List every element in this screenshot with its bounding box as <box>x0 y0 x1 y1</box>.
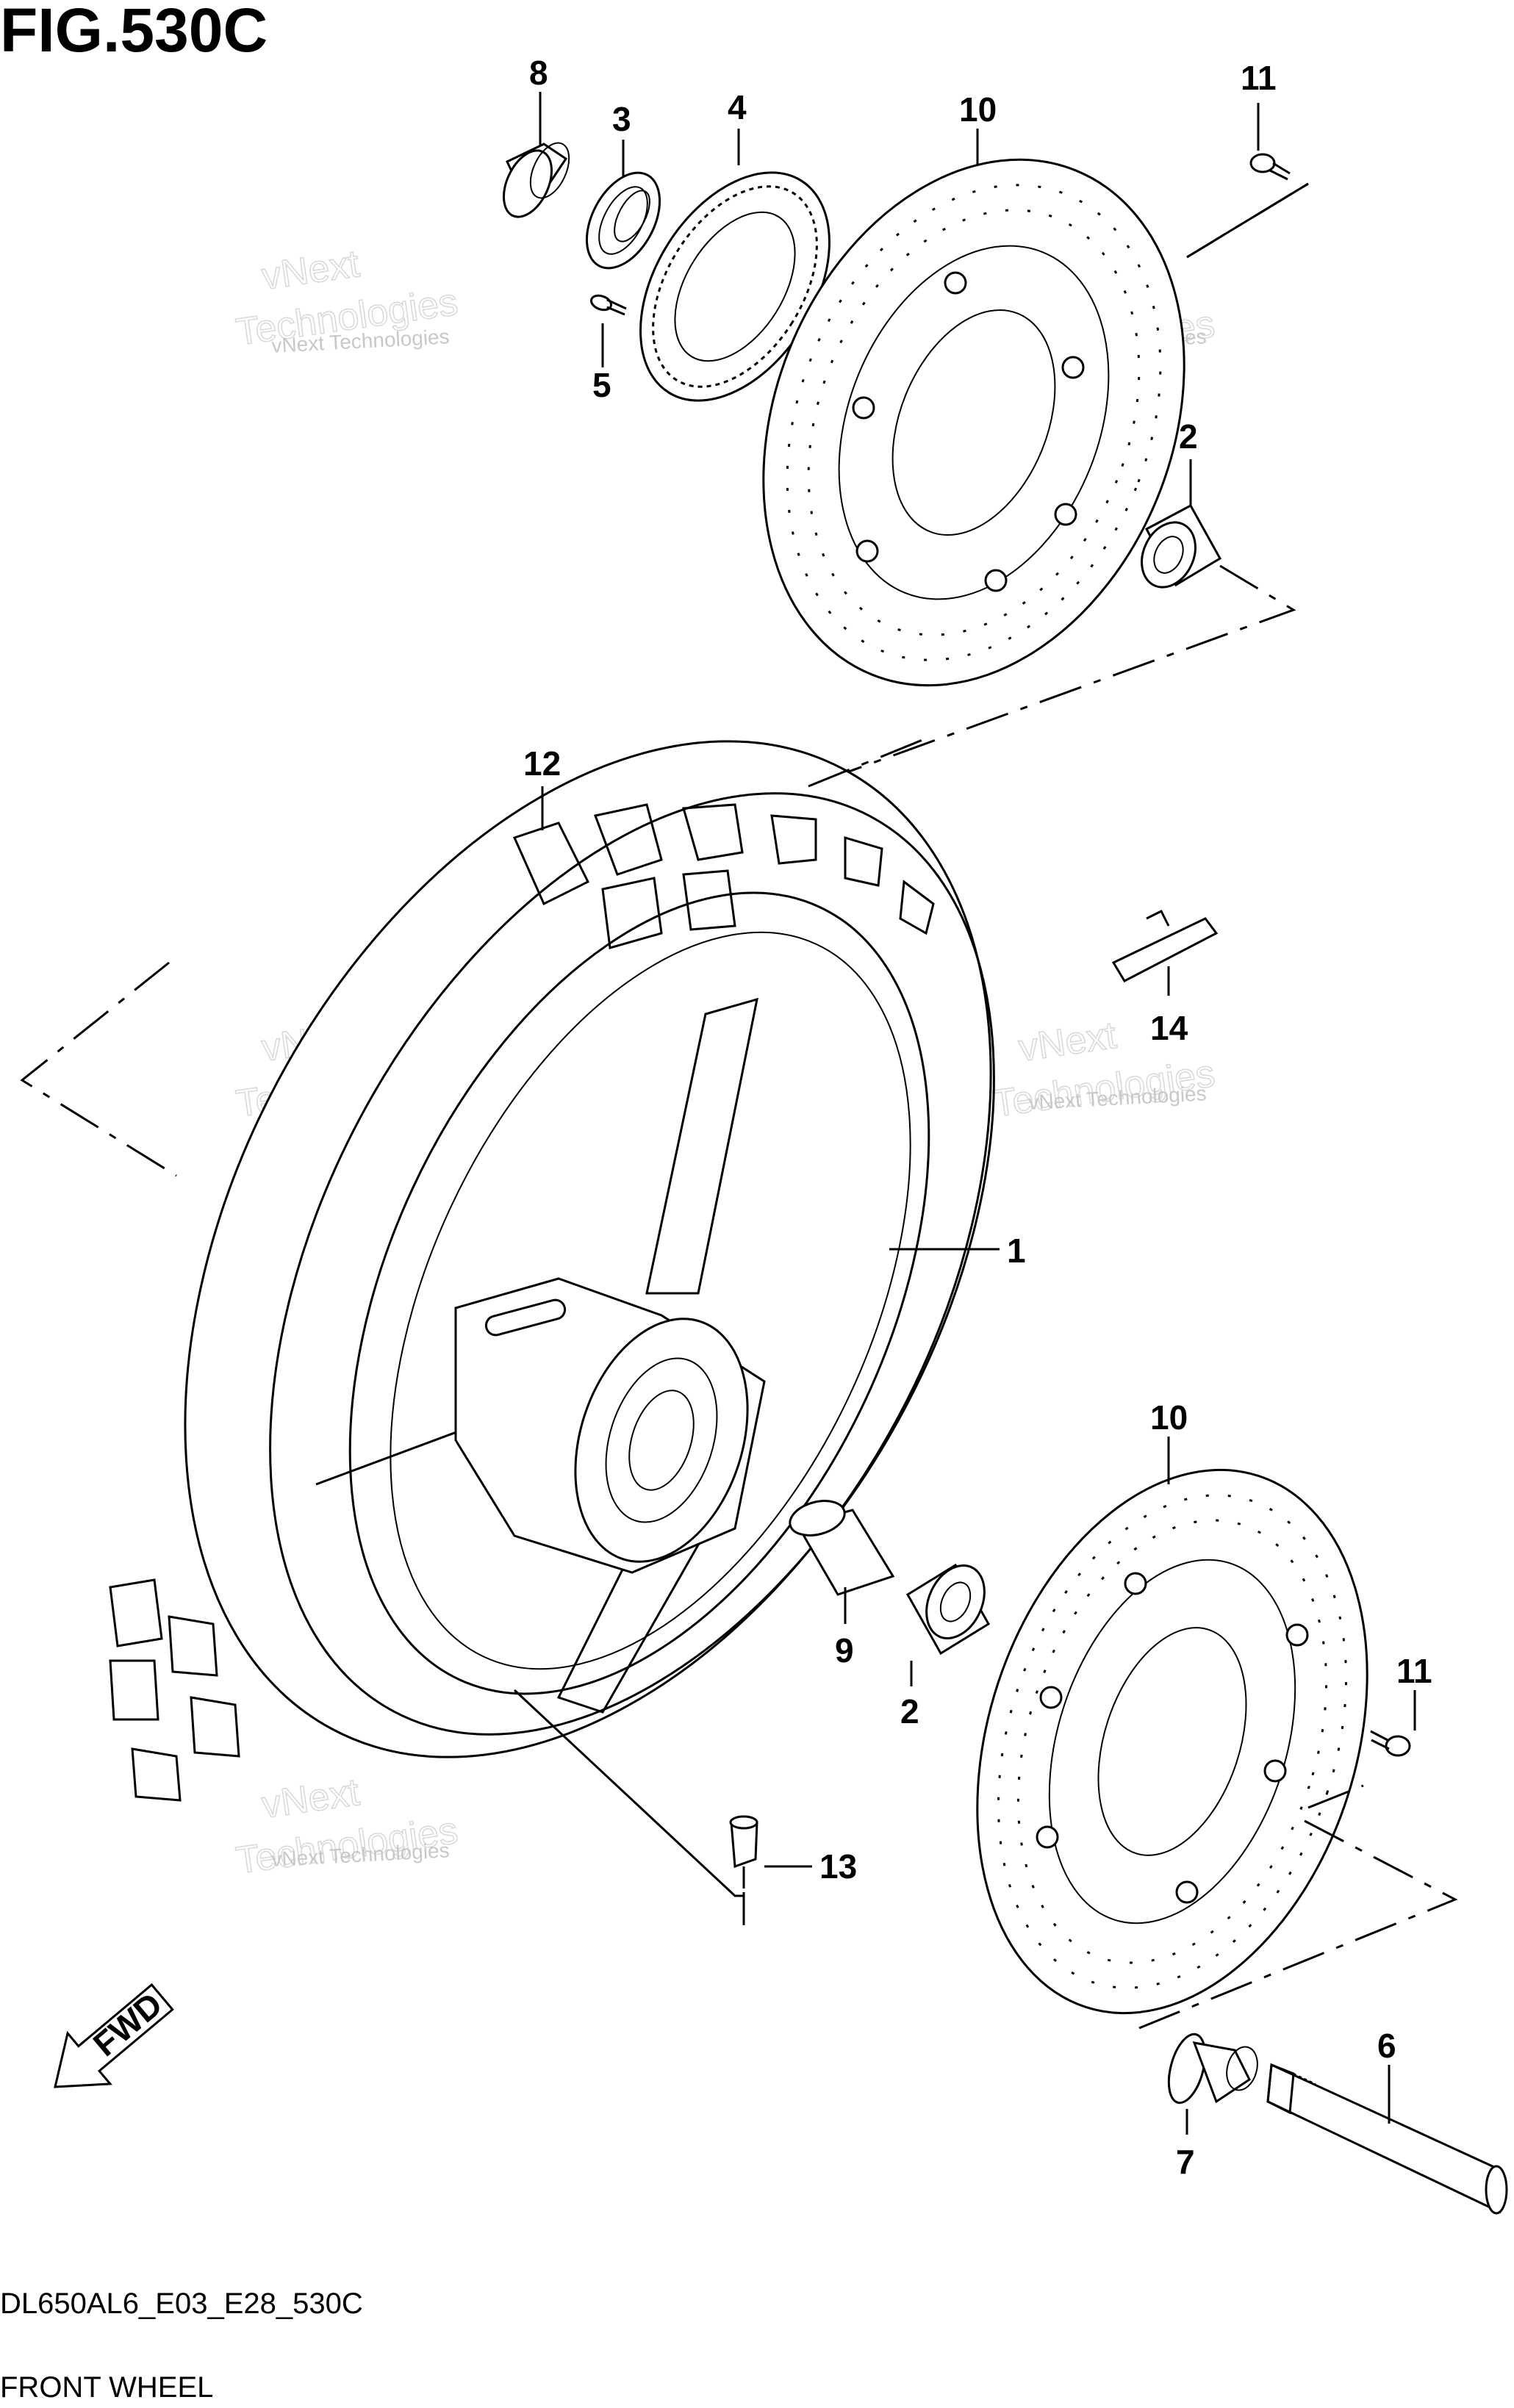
svg-text:vNext: vNext <box>259 1771 362 1827</box>
part-2-bearing-lower <box>905 1563 991 1656</box>
callout-12: 12 <box>523 744 561 783</box>
part-12-tire <box>109 740 995 1802</box>
axis-lines-upper <box>808 182 1309 788</box>
callout-2: 2 <box>1179 417 1198 456</box>
figure-code: DL650AL6_E03_E28_530C <box>0 2287 363 2320</box>
figure-name: FRONT WHEEL <box>0 2371 213 2404</box>
callout-2: 2 <box>900 1692 919 1730</box>
part-3-oil-seal <box>585 171 661 270</box>
callout-11: 11 <box>1241 59 1277 97</box>
part-5-screw <box>589 294 627 316</box>
part-1-wheel-rim <box>315 891 930 1714</box>
callout-3: 3 <box>612 100 631 138</box>
callout-14: 14 <box>1150 1009 1188 1047</box>
part-8-collar <box>503 142 570 218</box>
figure-title: FIG.530C <box>0 0 268 65</box>
part-9-spacer <box>789 1500 895 1596</box>
callout-7: 7 <box>1176 2143 1195 2181</box>
part-10-brake-disc-lower <box>976 1468 1368 2015</box>
part-11-bolt-lower <box>1370 1730 1411 1757</box>
part-11-bolt-upper <box>1249 153 1291 181</box>
part-6-axle <box>1266 2063 1508 2215</box>
callout-10: 10 <box>1150 1398 1188 1437</box>
callout-leaders <box>539 92 1416 2135</box>
callout-10: 10 <box>959 90 997 129</box>
part-10-brake-disc-upper <box>762 158 1185 687</box>
part-13-valve <box>729 1815 758 1888</box>
fwd-arrow: FWD <box>54 1983 174 2088</box>
callout-labels: 8 3 4 10 11 5 2 12 14 1 10 9 2 11 13 6 7 <box>523 54 1432 2181</box>
callout-11: 11 <box>1396 1652 1432 1690</box>
svg-text:vNext: vNext <box>1016 1014 1119 1070</box>
callout-5: 5 <box>592 366 611 404</box>
callout-9: 9 <box>835 1631 854 1670</box>
part-2-bearing-upper <box>1141 503 1222 589</box>
svg-text:vNext: vNext <box>259 242 362 298</box>
axis-lines-lower <box>20 737 1458 2030</box>
part-14-balance-weight <box>1111 909 1219 982</box>
callout-4: 4 <box>728 88 747 126</box>
callout-6: 6 <box>1377 2027 1396 2065</box>
callout-1: 1 <box>1007 1232 1026 1270</box>
callout-8: 8 <box>529 54 548 92</box>
callout-13: 13 <box>819 1847 857 1886</box>
part-7-collar <box>1167 2033 1258 2105</box>
